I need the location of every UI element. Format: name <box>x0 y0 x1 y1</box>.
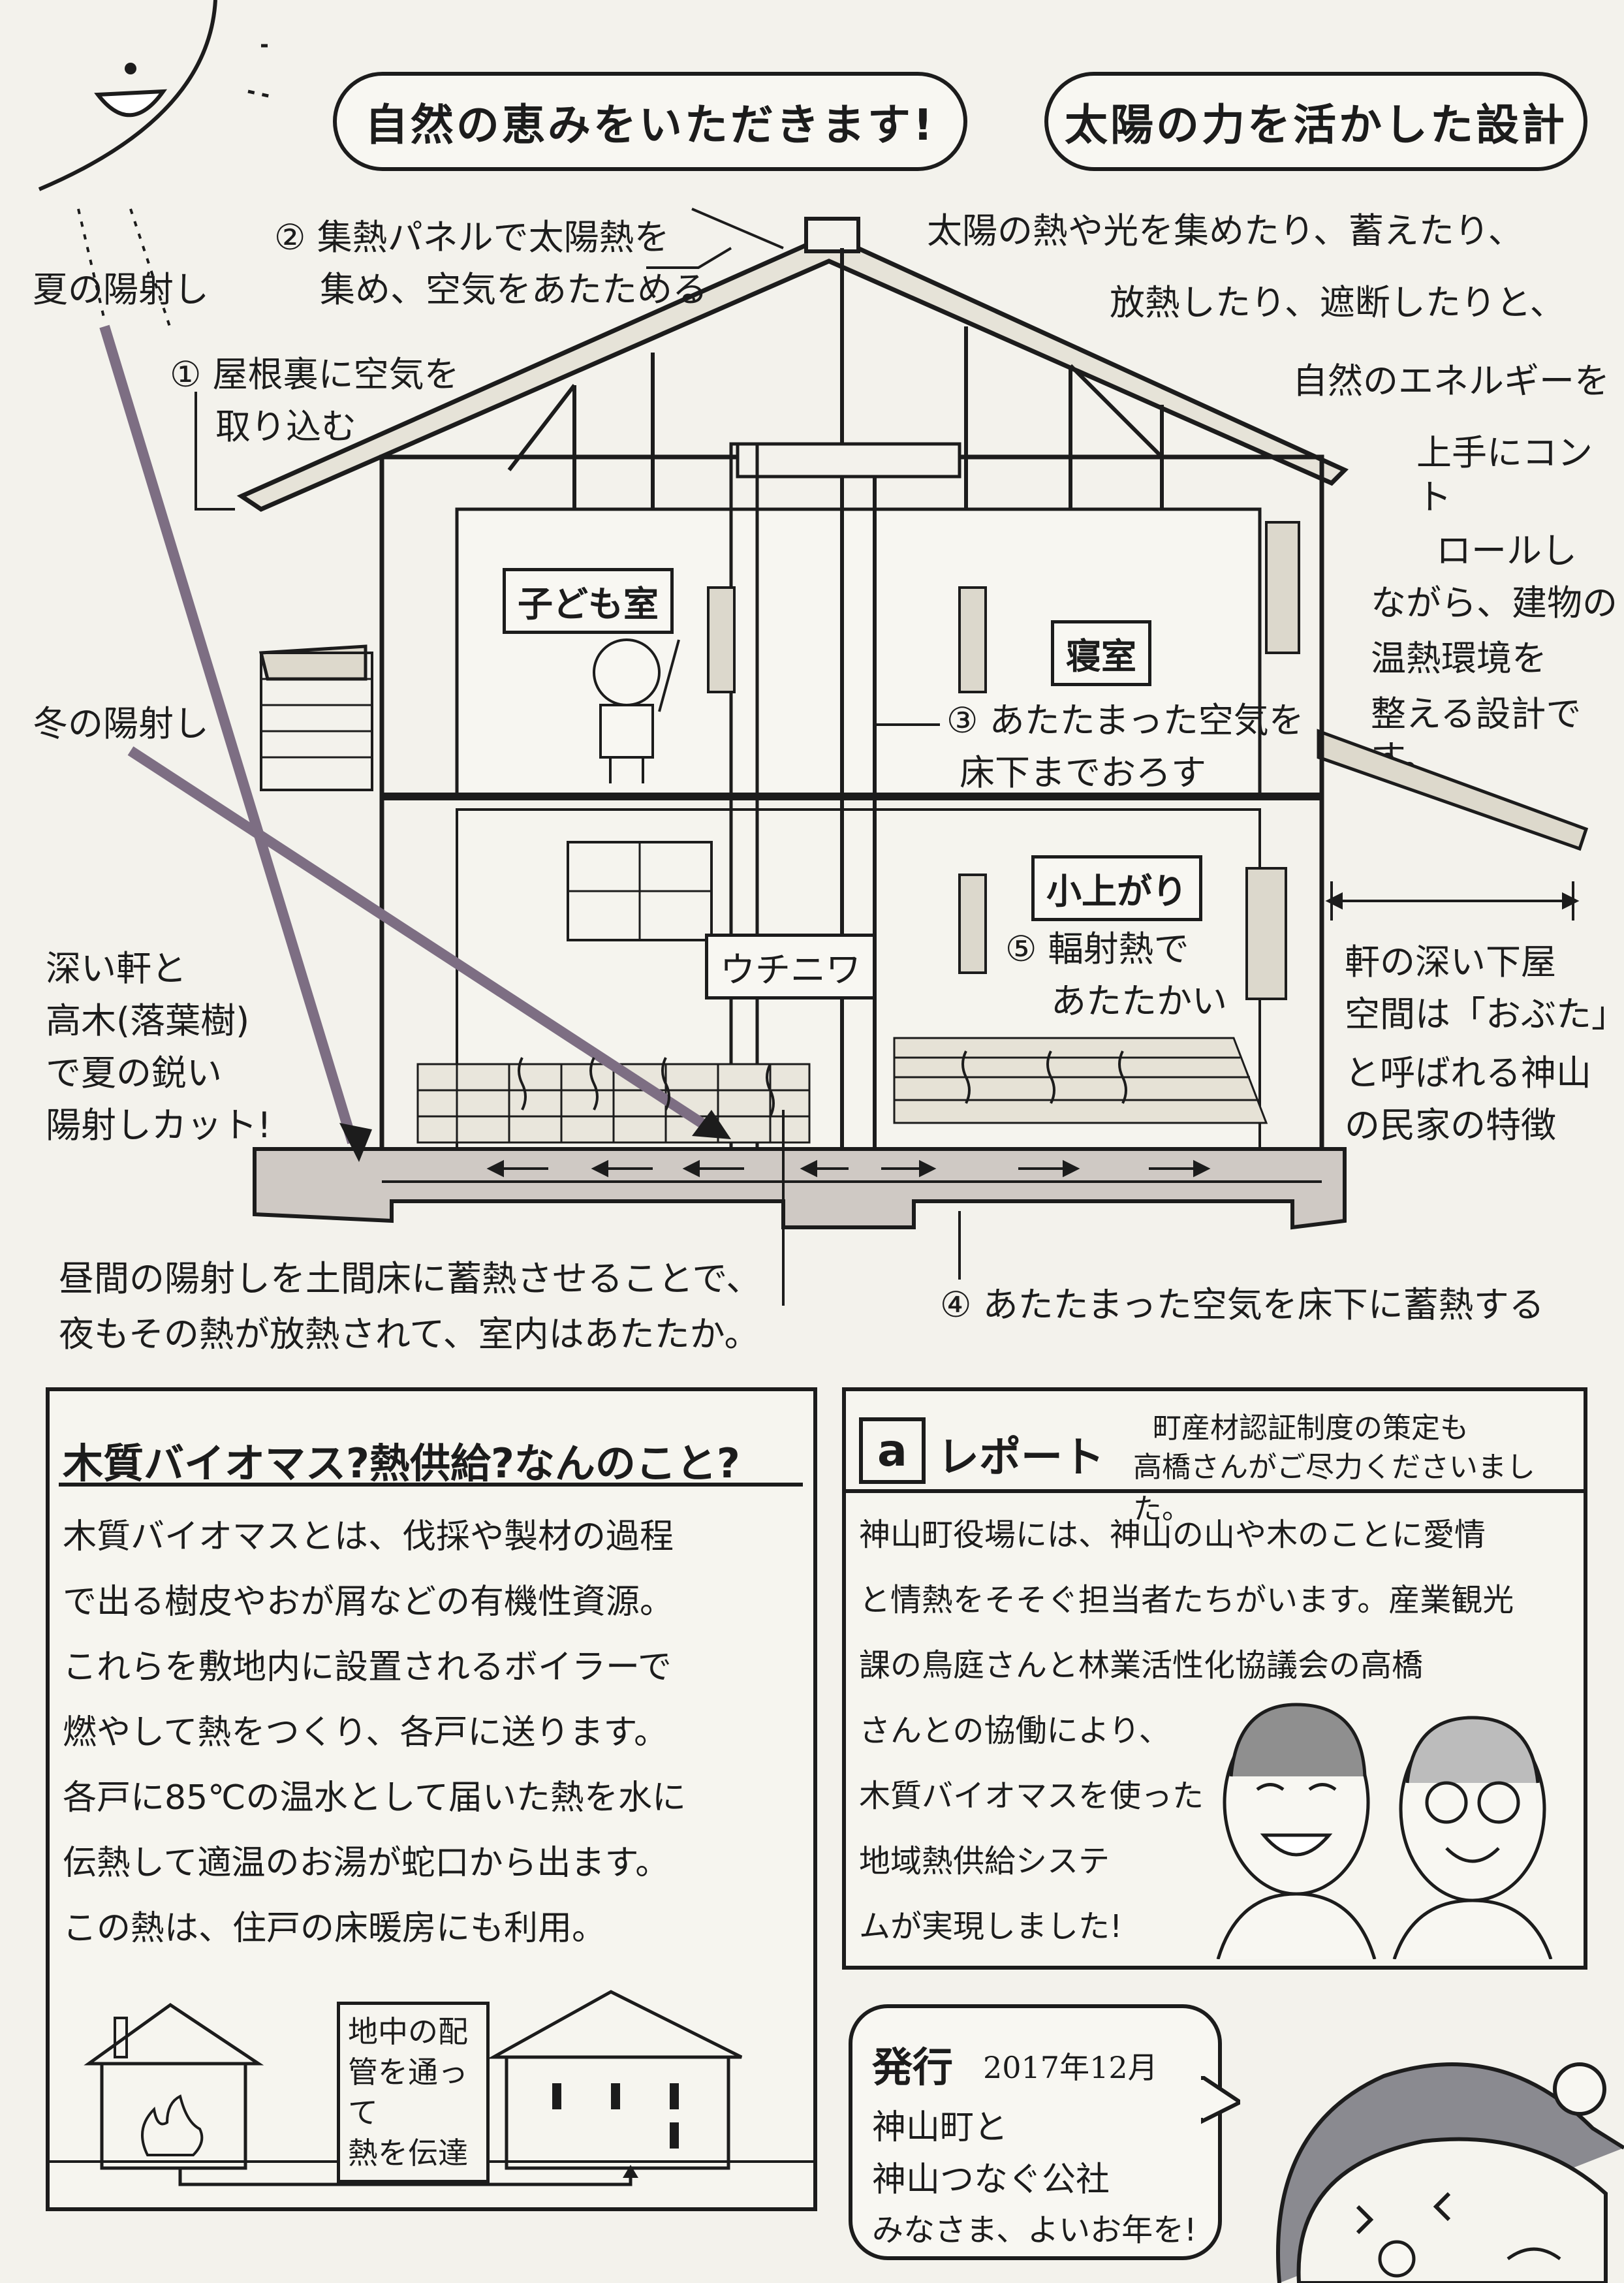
report-line-5: 木質バイオマスを使った <box>859 1778 1204 1814</box>
biomass-divider <box>59 1483 803 1487</box>
room-bedroom: 寝室 <box>1051 620 1151 686</box>
title-nature: 自然の恵みをいただきます! <box>333 72 967 171</box>
report-divider <box>846 1489 1584 1493</box>
step-4: ④ あたたまった空気を床下に蓄熱する <box>940 1284 1544 1325</box>
biomass-title: 木質バイオマス?熱供給?なんのこと? <box>63 1440 740 1487</box>
report-line-3: 課の鳥庭さんと林業活性化協議会の高橋 <box>859 1647 1424 1684</box>
eaves-left-line-4: 陽射しカット! <box>46 1105 272 1146</box>
report-panel: a レポート 町産材認証制度の策定も 高橋さんがご尽力くださいました。 神山町役… <box>842 1387 1587 1970</box>
eaves-left-line-1: 深い軒と <box>46 948 187 989</box>
step-2-line-1: ② 集熱パネルで太陽熱を <box>274 217 670 258</box>
eaves-right-line-4: の民家の特徴 <box>1345 1105 1556 1146</box>
publisher-line-2: 神山つなぐ公社 <box>872 2160 1110 2199</box>
eaves-right-line-2: 空間は「おぶた」 <box>1345 994 1624 1035</box>
step-5-line-1: ⑤ 輻射熱で <box>1005 928 1189 969</box>
step-3-line-1: ③ あたたまった空気を <box>946 700 1304 741</box>
biomass-line-4: 燃やして熱をつくり、各戸に送ります。 <box>63 1713 668 1752</box>
publisher-line-3: みなさま、よいお年を! <box>872 2212 1197 2248</box>
report-line-1: 神山町役場には、神山の山や木のことに愛情 <box>859 1517 1486 1553</box>
step-1-line-2: 取り込む <box>215 406 356 447</box>
pipe-note-line-1: 地中の配 <box>348 2014 468 2049</box>
report-line-6: 地域熱供給システ <box>859 1843 1110 1880</box>
summer-sun-label: 夏の陽射し <box>33 269 209 310</box>
step-5-line-2: あたたかい <box>1051 981 1227 1022</box>
step-1-line-1: ① 屋根裏に空気を <box>170 354 460 395</box>
intro-line-3: 自然のエネルギーを <box>1292 360 1610 401</box>
report-line-2: と情熱をそそぐ担当者たちがいます。産業観光 <box>859 1582 1514 1618</box>
publisher-date: 2017年12月 <box>983 2050 1158 2085</box>
pipe-note-box: 地中の配 管を通って 熱を伝達 <box>337 2002 490 2184</box>
room-uchiniwa: ウチニワ <box>705 934 876 1000</box>
intro-line-6: ながら、建物の <box>1371 582 1617 623</box>
staff-portraits <box>1216 1703 1553 1959</box>
eaves-right-line-3: と呼ばれる神山 <box>1345 1052 1591 1094</box>
intro-line-4: 上手にコント <box>1416 432 1593 518</box>
report-line-7: ムが実現しました! <box>859 1908 1123 1945</box>
biomass-line-1: 木質バイオマスとは、伐採や製材の過程 <box>63 1517 674 1556</box>
publisher-bubble: 発行 2017年12月 神山町と 神山つなぐ公社 みなさま、よいお年を! <box>849 2004 1222 2260</box>
daytime-line-1: 昼間の陽射しを土間床に蓄熱させることで、 <box>59 1258 762 1299</box>
biomass-line-2: で出る樹皮やおが屑などの有機性資源。 <box>63 1582 674 1622</box>
bubble-tail <box>1201 2076 1240 2124</box>
step-3-line-2: 床下までおろす <box>960 752 1206 793</box>
title-solar-design: 太陽の力を活かした設計 <box>1044 72 1587 171</box>
biomass-line-6: 伝熱して適温のお湯が蛇口から出ます。 <box>63 1844 670 1883</box>
report-subtitle-2: 高橋さんがご尽力くださいました。 <box>1133 1451 1535 1526</box>
pipe-note-line-2: 管を通って <box>348 2055 468 2131</box>
report-subtitle-1: 町産材認証制度の策定も <box>1153 1411 1469 1445</box>
biomass-line-7: この熱は、住戸の床暖房にも利用。 <box>63 1909 606 1948</box>
eaves-left-line-3: で夏の鋭い <box>46 1052 222 1094</box>
report-line-4: さんとの協働により、 <box>859 1712 1170 1749</box>
winter-sun-label: 冬の陽射し <box>33 703 209 744</box>
intro-line-7: 温熱環境を <box>1371 638 1547 679</box>
santa-face-icon <box>1276 2062 1624 2283</box>
heat-supply-diagram <box>50 1990 813 2186</box>
intro-line-5: ロールし <box>1436 530 1577 571</box>
eaves-left-line-2: 高木(落葉樹) <box>46 1000 250 1041</box>
report-title: レポート <box>937 1434 1104 1482</box>
intro-line-1: 太陽の熱や光を集めたり、蓄えたり、 <box>927 210 1523 251</box>
room-kids: 子ども室 <box>503 568 674 634</box>
biomass-panel: 木質バイオマス?熱供給?なんのこと? 木質バイオマスとは、伐採や製材の過程 で出… <box>46 1387 817 2211</box>
daytime-line-2: 夜もその熱が放熱されて、室内はあたたか。 <box>59 1314 760 1355</box>
biomass-line-3: これらを敷地内に設置されるボイラーで <box>63 1648 672 1687</box>
room-koagari: 小上がり <box>1031 855 1202 921</box>
publisher-label: 発行 <box>872 2043 954 2091</box>
pipe-note-line-3: 熱を伝達 <box>348 2135 468 2171</box>
report-logo: a <box>859 1417 926 1484</box>
step-2-line-2: 集め、空気をあたためる <box>320 269 708 310</box>
intro-line-2: 放熱したり、遮断したりと、 <box>1110 282 1565 323</box>
report-logo-letter: a <box>877 1425 907 1477</box>
eaves-right-line-1: 軒の深い下屋 <box>1345 941 1556 983</box>
biomass-line-5: 各戸に85℃の温水として届いた熱を水に <box>63 1778 687 1818</box>
publisher-line-1: 神山町と <box>872 2108 1008 2147</box>
